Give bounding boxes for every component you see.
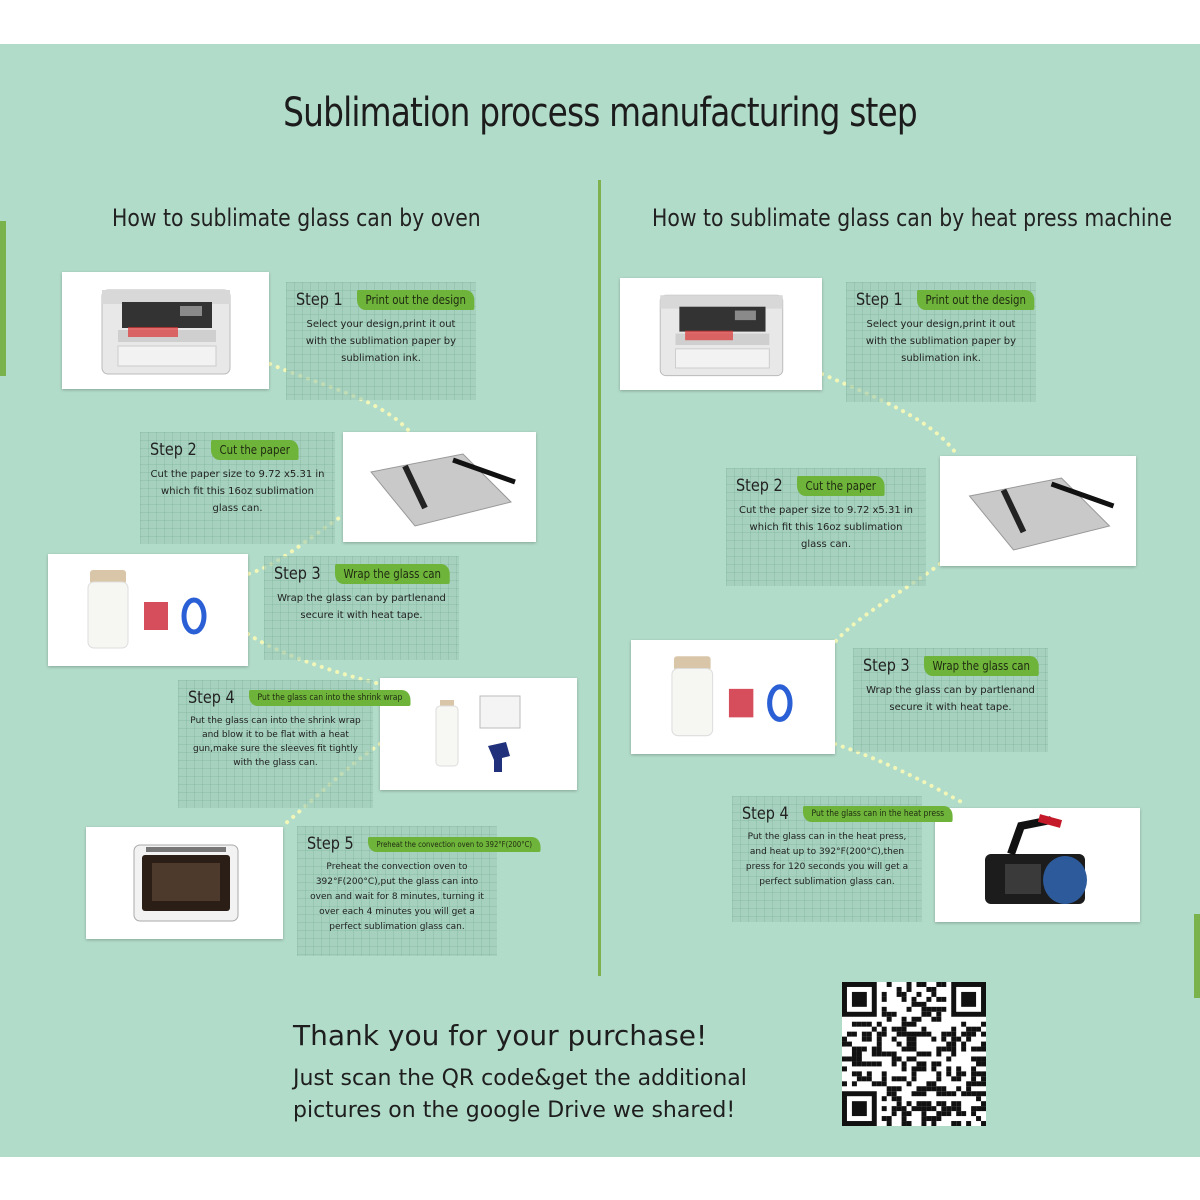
right-edge-mark: [1194, 914, 1200, 998]
qr-code-icon: [842, 982, 986, 1126]
step-description: Wrap the glass can by partlenand secure …: [277, 593, 446, 621]
step-description: Select your design,print it out with the…: [865, 319, 1017, 364]
thank-you-text: Thank you for your purchase!: [293, 1019, 708, 1052]
paper-cutter-icon: [370, 453, 516, 527]
step-description: Cut the paper size to 9.72 x5.31 in whic…: [739, 505, 913, 550]
paper-cutter-icon: [968, 477, 1115, 551]
printer-icon: [101, 289, 231, 375]
press-column-title: How to sublimate glass can by heat press…: [652, 204, 1173, 232]
step-label: Print out the design: [356, 290, 475, 310]
step-number: Step 5: [307, 834, 354, 854]
oven-step-1-card: Step 1 Print out the design Select your d…: [286, 282, 476, 400]
oven-column-title: How to sublimate glass can by oven: [112, 204, 481, 232]
heat-press-photo: [935, 808, 1140, 922]
step-label: Print out the design: [916, 290, 1035, 310]
step-description: Wrap the glass can by partlenand secure …: [866, 685, 1035, 713]
heat-gun-icon: [435, 695, 521, 772]
step-number: Step 4: [742, 804, 789, 824]
step-label: Put the glass can into the shrink wrap: [248, 690, 411, 706]
glass-can-tape-photo: [48, 554, 248, 666]
step-description: Select your design,print it out with the…: [305, 319, 457, 364]
step-number: Step 2: [736, 476, 783, 496]
glass-can-icon: [87, 570, 207, 649]
step-number: Step 1: [296, 290, 343, 310]
step-number: Step 4: [188, 688, 235, 708]
step-description: Cut the paper size to 9.72 x5.31 in whic…: [150, 469, 325, 514]
press-glass-can-tape-photo: [631, 640, 835, 754]
qr-code[interactable]: [842, 982, 986, 1126]
step-label: Preheat the convection oven to 392°F(200…: [367, 836, 541, 852]
oven-photo: [86, 827, 283, 939]
left-edge-mark: [0, 221, 6, 376]
press-paper-cutter-photo: [940, 456, 1136, 566]
step-number: Step 2: [150, 440, 197, 460]
step-label: Cut the paper: [210, 440, 299, 460]
printer-photo: [62, 272, 269, 389]
infographic-panel: Sublimation process manufacturing step H…: [0, 44, 1200, 1157]
step-description: Put the glass can in the heat press, and…: [745, 832, 909, 887]
shrink-wrap-photo: [380, 678, 577, 790]
scan-instruction-line-1: Just scan the QR code&get the additional: [293, 1066, 747, 1091]
press-step-1-card: Step 1 Print out the design Select your d…: [846, 282, 1036, 402]
printer-icon: [659, 294, 784, 377]
page-title: Sublimation process manufacturing step: [283, 90, 918, 136]
scan-instruction-line-2: pictures on the google Drive we shared!: [293, 1098, 736, 1123]
step-number: Step 3: [863, 656, 910, 676]
press-step-3-card: Step 3 Wrap the glass can Wrap the glass …: [853, 648, 1048, 752]
oven-step-2-card: Step 2 Cut the paper Cut the paper size t…: [140, 432, 335, 544]
press-printer-photo: [620, 278, 822, 390]
oven-step-5-card: Step 5 Preheat the convection oven to 392…: [297, 826, 541, 956]
press-step-4-card: Step 4 Put the glass can in the heat pres…: [732, 796, 953, 922]
step-label: Put the glass can in the heat press: [802, 806, 953, 822]
oven-icon: [133, 844, 239, 922]
step-description: Preheat the convection oven to 392°F(200…: [310, 862, 484, 932]
paper-cutter-photo: [343, 432, 536, 542]
oven-step-4-card: Step 4 Put the glass can into the shrink …: [178, 680, 411, 808]
step-number: Step 1: [856, 290, 903, 310]
step-number: Step 3: [274, 564, 321, 584]
step-description: Put the glass can into the shrink wrap a…: [190, 716, 361, 768]
heat-press-icon: [985, 814, 1087, 904]
column-divider: [598, 180, 601, 976]
step-label: Cut the paper: [796, 476, 885, 496]
step-label: Wrap the glass can: [334, 564, 450, 584]
press-step-2-card: Step 2 Cut the paper Cut the paper size t…: [726, 468, 926, 586]
oven-step-3-card: Step 3 Wrap the glass can Wrap the glass …: [264, 556, 459, 660]
step-label: Wrap the glass can: [923, 656, 1039, 676]
glass-can-icon: [671, 656, 793, 737]
